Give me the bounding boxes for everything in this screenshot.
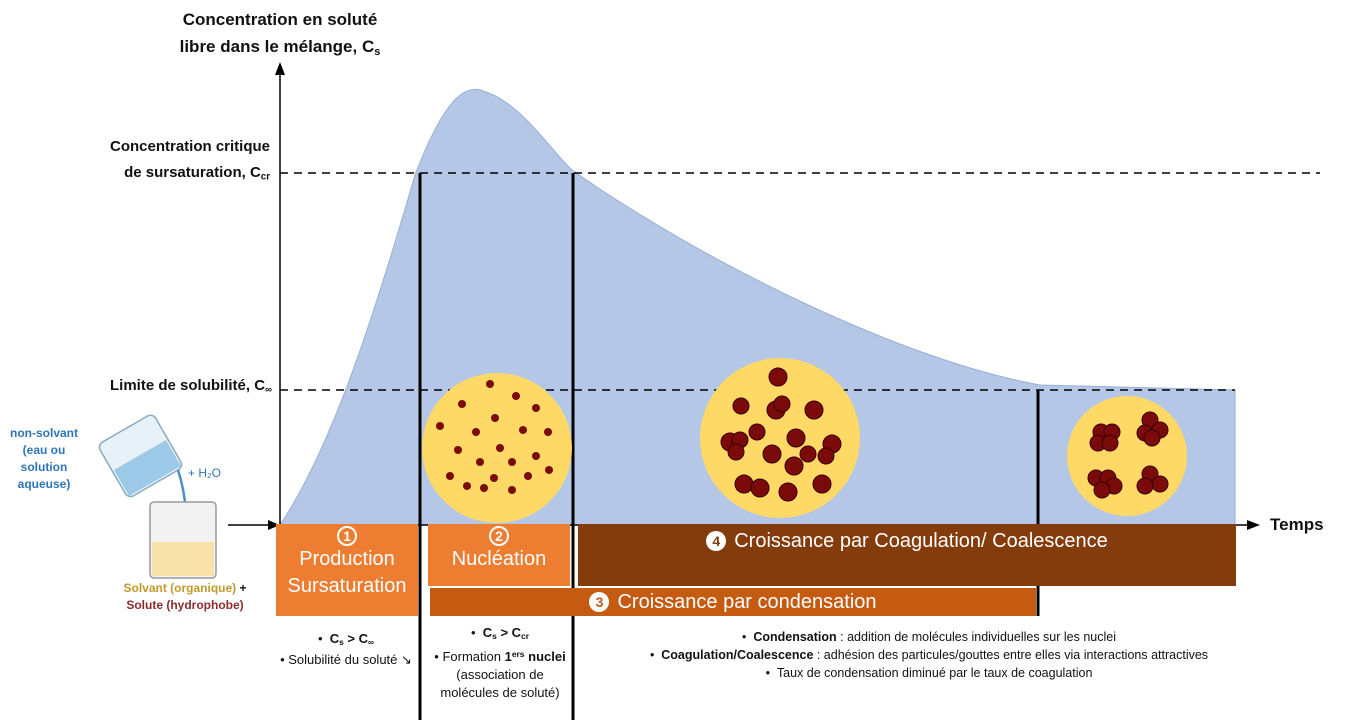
y-axis-label: Concentration en soluté libre dans le mé… xyxy=(150,6,410,66)
phase-4-number: 4 xyxy=(706,531,727,551)
phase-1-label: 1 Production Sursaturation xyxy=(276,526,418,614)
phase-4-label: 4 Croissance par Coagulation/ Coalescenc… xyxy=(578,528,1236,554)
nonsolvent-label: non-solvant (eau ou solution aqueuse) xyxy=(10,426,78,491)
note-3: • Condensation : addition de molécules i… xyxy=(742,630,1116,644)
x-axis-label: Temps xyxy=(1270,515,1324,534)
note-4: • Coagulation/Coalescence : adhésion des… xyxy=(649,648,1209,662)
solubility-level-label: Limite de solubilité, C∞ xyxy=(110,377,272,396)
notes-phase-2: • Cs > Ccr • Formation 1ers nuclei (asso… xyxy=(432,624,568,702)
phase-1-line2: Sursaturation xyxy=(287,575,407,597)
critical-level-line2: de sursaturation, Ccr xyxy=(124,164,270,183)
phase-3-number: 3 xyxy=(589,592,610,612)
h2o-label: + H₂O xyxy=(188,466,221,480)
critical-level-label: Concentration critique de sursaturation,… xyxy=(60,134,270,190)
notes-phase-3-4: • Condensation : addition de molécules i… xyxy=(584,628,1274,682)
y-axis-arrow-icon xyxy=(275,62,285,75)
phase-3-label: 3 Croissance par condensation xyxy=(430,589,1036,615)
phase-2-text: Nucléation xyxy=(451,548,547,570)
solvent-solute-label: Solvant (organique) + Solute (hydrophobe… xyxy=(123,581,247,612)
y-axis-label-line1: Concentration en soluté xyxy=(182,10,378,29)
coalescence-circle xyxy=(1067,396,1187,516)
y-axis-label-line2: libre dans le mélange, Cs xyxy=(179,37,381,58)
phase-1-number: 1 xyxy=(337,526,357,546)
phase-2-number: 2 xyxy=(489,526,509,546)
note-2b: • Formation 1ers nuclei (association de … xyxy=(434,648,566,700)
phase-bar-3 xyxy=(430,588,1036,616)
beaker-illustration xyxy=(98,414,217,579)
note-1a: • Cs > C∞ xyxy=(317,631,375,648)
note-5: • Taux de condensation diminué par le ta… xyxy=(765,666,1093,680)
origin-arrow-icon xyxy=(268,520,280,530)
x-axis-arrow-icon xyxy=(1247,520,1260,530)
phase-3-text: Croissance par condensation xyxy=(617,590,877,613)
nucleation-circle xyxy=(422,373,572,523)
phase-1-line1: Production xyxy=(299,548,395,570)
phase-bar-4 xyxy=(578,524,1236,586)
phase-2-label: 2 Nucléation xyxy=(428,526,570,586)
phase-4-text: Croissance par Coagulation/ Coalescence xyxy=(734,529,1108,552)
coagulation-circle xyxy=(700,358,860,518)
critical-level-line1: Concentration critique xyxy=(109,138,270,155)
notes-phase-1: • Cs > C∞ • Solubilité du soluté ↘ xyxy=(280,630,412,669)
note-2a: • Cs > Ccr xyxy=(470,625,530,642)
note-1b: • Solubilité du soluté ↘ xyxy=(280,652,412,668)
